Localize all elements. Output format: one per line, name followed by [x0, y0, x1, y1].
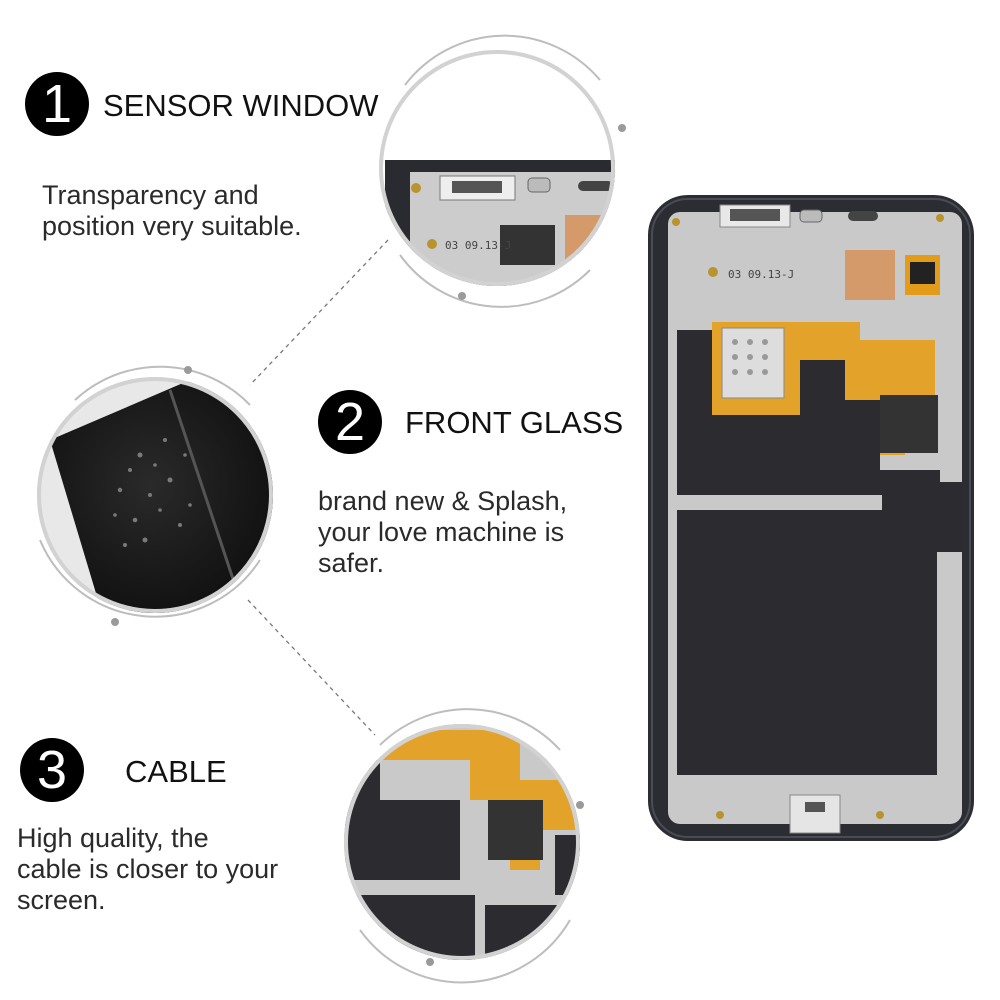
feature-description-2: brand new & Splash, your love machine is… [318, 486, 567, 579]
feature-number-badge-1: 1 [25, 72, 89, 136]
feature-description-1: Transparency and position very suitable. [42, 180, 302, 242]
feature-title-sensor-window: SENSOR WINDOW [103, 88, 379, 123]
connector-line-2 [247, 599, 376, 736]
connector-line-1 [249, 239, 389, 386]
feature-2-line-2: your love machine is [318, 517, 565, 547]
phone-display-assembly: 03 09.13-J [648, 195, 974, 841]
zoom-circle-sensor-window: 03 09.13-J [379, 34, 626, 308]
feature-2-line-3: safer. [318, 548, 385, 578]
feature-2-line-1: brand new & Splash, [318, 486, 568, 516]
feature-number-badge-3: 3 [20, 738, 84, 802]
feature-3-line-1: High quality, the [17, 823, 209, 853]
feature-3-line-3: screen. [17, 885, 106, 915]
feature-title-cable: CABLE [125, 754, 227, 789]
pcb-marking-zoom: 03 09.13-J [445, 239, 511, 252]
pcb-marking-main: 03 09.13-J [728, 268, 794, 281]
feature-number-1: 1 [41, 74, 73, 134]
feature-3-line-2: cable is closer to your [17, 854, 279, 884]
feature-description-3: High quality, the cable is closer to you… [17, 823, 278, 916]
feature-1-line-2: position very suitable. [42, 211, 302, 241]
feature-1-line-1: Transparency and [42, 180, 259, 210]
feature-number-3: 3 [36, 740, 68, 800]
feature-number-2: 2 [334, 392, 366, 452]
feature-title-front-glass: FRONT GLASS [405, 405, 624, 440]
feature-number-badge-2: 2 [318, 390, 382, 454]
zoom-circle-cable [344, 708, 584, 984]
zoom-circle-front-glass [37, 365, 273, 626]
